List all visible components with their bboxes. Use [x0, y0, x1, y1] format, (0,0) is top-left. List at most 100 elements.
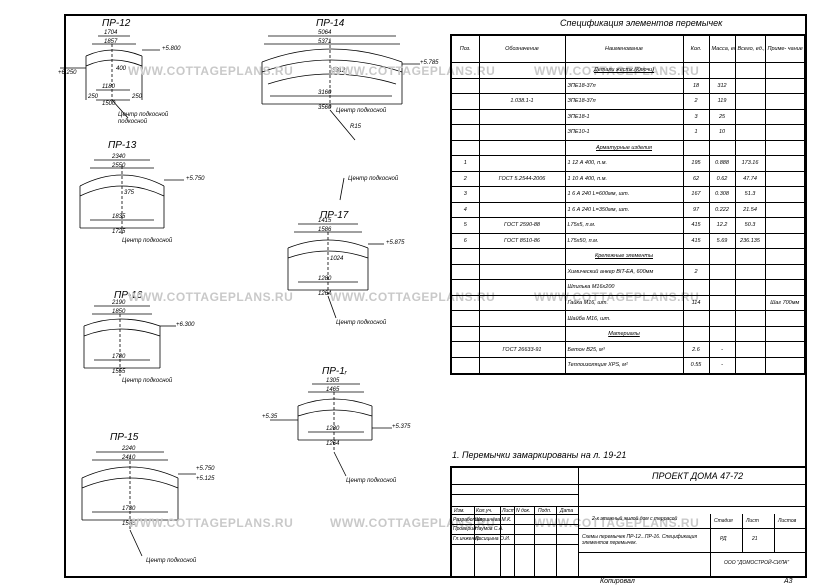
spec-header-cell: Поз. [450, 34, 480, 63]
role-3-name: Лисицына О.И. [475, 536, 511, 542]
spec-header-cell: Всего, ед., кг [734, 34, 766, 63]
pr15-dim-3: 1730 [122, 506, 136, 512]
spec-cell-mass [708, 279, 736, 296]
spec-cell-mass [708, 310, 736, 327]
spec-cell-total [734, 356, 766, 375]
spec-header-row: Поз. Обозначение Наименование Кол. Масса… [450, 34, 806, 63]
spec-cell-name: Бетон B25, м³ [564, 341, 684, 358]
watermark: WWW.COTTAGEPLANS.RU [330, 516, 496, 530]
watermark: WWW.COTTAGEPLANS.RU [128, 64, 294, 78]
spec-cell-qty: 167 [682, 186, 710, 203]
spec-cell-total: 47.74 [734, 170, 766, 188]
col-kol: Кол.уч. [476, 508, 493, 514]
role-2: Проверил [453, 526, 476, 532]
spec-cell-name: 1 6 А 240 L=600мм, шт. [564, 186, 684, 203]
spec-cell [450, 139, 480, 157]
role-1-name: Шершнёва М.К. [475, 517, 512, 523]
spec-cell-total: 21.54 [734, 201, 766, 219]
pr12-dim-1: 1704 [104, 30, 118, 36]
spec-cell-qty: 18 [682, 77, 710, 95]
spec-cell-mass: 119 [708, 93, 736, 110]
spec-cell-note [764, 124, 806, 141]
spec-section-title: Арматурные изделия [564, 139, 684, 157]
pr1-dim-4: 1264 [326, 441, 340, 447]
drawing-pr1 [270, 383, 392, 477]
watermark: WWW.COTTAGEPLANS.RU [128, 516, 294, 530]
pr14-dim-6: R15 [350, 124, 362, 130]
pr12-dim-6: 250 [132, 94, 143, 100]
pr14-dim-1: 5064 [318, 30, 332, 36]
spec-cell-name: Шайба М16, шт. [564, 310, 684, 327]
spec-cell-mass: 0.888 [708, 155, 736, 172]
pr15-note: Центр подкосной [146, 558, 197, 564]
spec-cell-mass: 5.69 [708, 232, 736, 250]
title-block: ПРОЕКТ ДОМА 47-72 Изм. Кол.уч. Лист N до… [450, 466, 807, 578]
spec-cell-code [478, 356, 566, 375]
spec-section-title: Материалы [564, 325, 684, 343]
spec-cell-name: 1 6 А 240 L=350мм, шт. [564, 201, 684, 219]
pr17-mark: +5.875 [386, 240, 405, 246]
spec-cell-qty: 3 [682, 108, 710, 126]
pr16-dim-2: 1850 [112, 309, 126, 315]
pr1-dim-1: 1305 [326, 378, 340, 384]
spec-cell-code [478, 201, 566, 219]
spec-cell-note [764, 77, 806, 95]
col-date: Дата [560, 508, 574, 514]
role-3: Гл.инженер [453, 536, 480, 542]
spec-cell-code [478, 155, 566, 172]
spec-cell-note [764, 217, 806, 234]
pr13-dim-2: 2550 [112, 163, 126, 169]
spec-cell [478, 139, 566, 157]
drawing-pr14 [261, 35, 420, 141]
col-izm: Изм. [454, 508, 465, 514]
spec-cell-code: ГОСТ 5.2544-2006 [478, 170, 566, 188]
spec-section-title: Детали жестк.(Ключи) [564, 62, 684, 79]
pr15-dim-2: 2410 [122, 455, 136, 461]
spec-title: Спецификация элементов перемычек [560, 18, 723, 28]
spec-cell-code [478, 294, 566, 312]
pr16-dim-1: 2190 [112, 300, 126, 306]
pr13-title: ПР-13 [108, 140, 137, 151]
spec-cell-pos: 4 [450, 201, 480, 219]
spec-cell-total [734, 108, 766, 126]
spec-cell-qty: 2 [682, 93, 710, 110]
spec-cell [708, 139, 736, 157]
spec-cell-qty: 2 [682, 263, 710, 281]
spec-cell-mass [708, 294, 736, 312]
spec-cell-pos: 3 [450, 186, 480, 203]
spec-row: Шпилька М16х200 [450, 279, 806, 296]
pr12-mark2: +5.800 [162, 46, 181, 52]
spec-cell-qty [682, 279, 710, 296]
spec-cell-pos [450, 124, 480, 141]
sheet-value: 21 [752, 536, 758, 542]
spec-cell-note [764, 186, 806, 203]
spec-cell-code: 1.038.1-1 [478, 93, 566, 110]
spec-cell-note [764, 341, 806, 358]
watermark: WWW.COTTAGEPLANS.RU [128, 290, 294, 304]
spec-cell-total [734, 294, 766, 312]
pr13-dim-5: 375 [124, 190, 135, 196]
pr17-dim-4: 1264 [318, 291, 332, 297]
spec-cell [764, 248, 806, 265]
spec-section-row: Арматурные изделия [450, 139, 806, 157]
spec-section-row: Материалы [450, 325, 806, 343]
spec-cell [450, 62, 480, 79]
spec-cell-total [734, 310, 766, 327]
spec-cell [708, 248, 736, 265]
spec-cell-pos: 5 [450, 217, 480, 234]
spec-cell-name: 1 12 А 400, п.м. [564, 155, 684, 172]
col-podp: Подп. [538, 508, 552, 514]
drawing-note: 1. Перемычки замаркированы на л. 19-21 [452, 450, 627, 460]
spec-cell [478, 248, 566, 265]
spec-cell-code [478, 77, 566, 95]
spec-cell-pos [450, 263, 480, 281]
drawing-frame [64, 14, 807, 578]
drawing-pr13 [79, 159, 184, 236]
spec-cell-note [764, 93, 806, 110]
pr15-mark: +5.750 [196, 466, 215, 472]
